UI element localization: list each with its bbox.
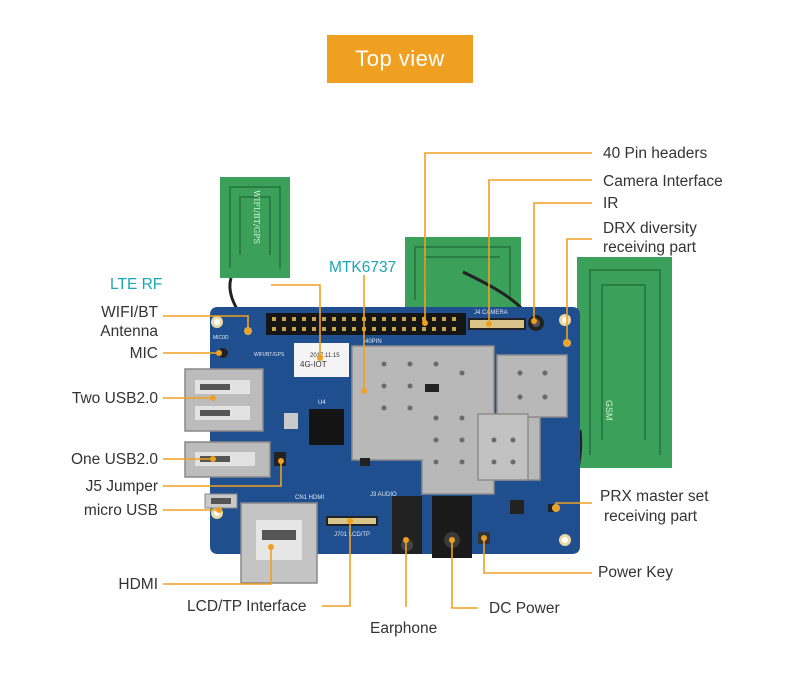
svg-text:J701 LCD/TP: J701 LCD/TP — [334, 532, 370, 538]
svg-text:40PIN: 40PIN — [365, 339, 382, 345]
label-hdmi: HDMI — [118, 576, 158, 593]
label-ir: IR — [603, 195, 619, 212]
audio-jack — [392, 496, 422, 554]
label-wifi-bt: WIFI/BT — [101, 304, 158, 321]
pin-header-40 — [266, 313, 466, 335]
gsm-antenna: GSM — [577, 257, 672, 468]
label-power-key: Power Key — [598, 564, 673, 581]
label-40-pin-headers: 40 Pin headers — [603, 145, 708, 162]
main-shield — [351, 345, 568, 495]
label-drx-line2: receiving part — [603, 239, 697, 256]
label-prx-line2: receiving part — [604, 508, 698, 525]
svg-text:4G-IOT: 4G-IOT — [300, 360, 327, 369]
title-banner: Top view — [327, 35, 473, 83]
dc-jack — [432, 496, 472, 558]
svg-text:J4 CAMERA: J4 CAMERA — [474, 310, 508, 316]
wifi-antenna: WIFI/BT/GPS — [220, 177, 290, 278]
lte-antenna — [405, 237, 521, 313]
svg-text:GSM: GSM — [604, 400, 614, 421]
label-lcd-tp: LCD/TP Interface — [187, 598, 307, 615]
label-two-usb: Two USB2.0 — [71, 390, 158, 407]
label-mtk6737: MTK6737 — [329, 259, 397, 276]
usb-double-port — [184, 368, 264, 432]
label-dc-power: DC Power — [489, 600, 560, 617]
leader-lines — [163, 152, 592, 609]
label-one-usb: One USB2.0 — [70, 451, 158, 468]
svg-text:WIFI/BT/GPS: WIFI/BT/GPS — [252, 190, 261, 244]
label-lte-rf: LTE RF — [110, 276, 163, 293]
leader-dots — [210, 318, 570, 550]
label-drx-line1: DRX diversity — [603, 220, 697, 237]
label-earphone: Earphone — [370, 620, 438, 637]
svg-text:2017.11.15: 2017.11.15 — [310, 353, 340, 359]
label-micro-usb: micro USB — [83, 502, 158, 519]
svg-text:WIFI/BT/GPS: WIFI/BT/GPS — [254, 352, 285, 358]
svg-text:U4: U4 — [318, 400, 326, 406]
svg-text:MIC0D: MIC0D — [213, 335, 229, 341]
label-mic: MIC — [129, 345, 158, 362]
label-camera-interface: Camera Interface — [603, 173, 723, 190]
label-j5-jumper: J5 Jumper — [85, 478, 158, 495]
svg-text:J3 AUDIO: J3 AUDIO — [370, 492, 397, 498]
label-prx-line1: PRX master set — [600, 488, 709, 505]
label-antenna: Antenna — [100, 323, 158, 340]
hdmi-port — [240, 502, 318, 584]
svg-text:CN1 HDMI: CN1 HDMI — [295, 495, 324, 501]
